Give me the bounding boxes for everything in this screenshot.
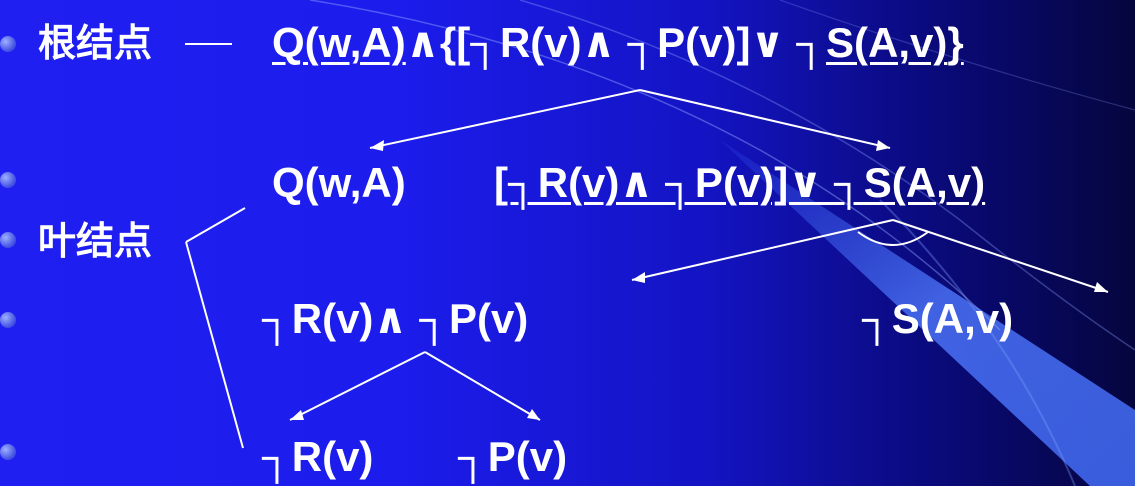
edge-root-left xyxy=(369,89,641,149)
decorative-arc-1 xyxy=(309,0,1001,331)
node-l3-left: ┐R(v) xyxy=(262,433,374,480)
or-arc xyxy=(857,231,929,246)
edge-l2-right xyxy=(424,351,541,421)
node-l3-right: ┐P(v) xyxy=(458,433,568,480)
node-l2-left: ┐R(v)∧ ┐P(v) xyxy=(262,295,529,342)
bullet-2 xyxy=(0,172,16,188)
node-l2-right: ┐S(A,v) xyxy=(862,295,1014,342)
root-close-brace: } xyxy=(947,19,964,66)
leaf-brace-top xyxy=(185,207,246,243)
bullet-3 xyxy=(0,232,16,248)
bullet-5 xyxy=(0,444,16,460)
decorative-beam xyxy=(720,140,1135,486)
node-l1-left: Q(w,A) xyxy=(272,159,406,206)
root-middle-term: ∧{[┐R(v)∧ ┐P(v)]∨ ┐ xyxy=(405,19,827,66)
bullet-4 xyxy=(0,312,16,328)
root-s-term: S(A,v) xyxy=(826,19,948,66)
decorative-beam-edge xyxy=(879,199,1076,486)
edge-l1-left xyxy=(631,219,894,281)
leaf-node-label: 叶结点 xyxy=(38,219,153,263)
edge-root-right xyxy=(639,89,891,149)
bullet-1 xyxy=(0,36,16,52)
decorative-arc-3 xyxy=(779,0,1135,111)
root-node-label: 根结点 xyxy=(38,21,153,65)
root-q-term: Q(w,A) xyxy=(272,19,406,66)
decorative-arc-2 xyxy=(519,0,1135,351)
leaf-brace-bottom xyxy=(185,241,244,449)
node-l1-right: [┐R(v)∧ ┐P(v)]∨ ┐S(A,v) xyxy=(494,159,986,206)
edge-l1-right xyxy=(892,219,1109,293)
edge-l2-left xyxy=(289,351,426,421)
root-expression: Q(w,A)∧{[┐R(v)∧ ┐P(v)]∨ ┐S(A,v)} xyxy=(272,22,964,64)
